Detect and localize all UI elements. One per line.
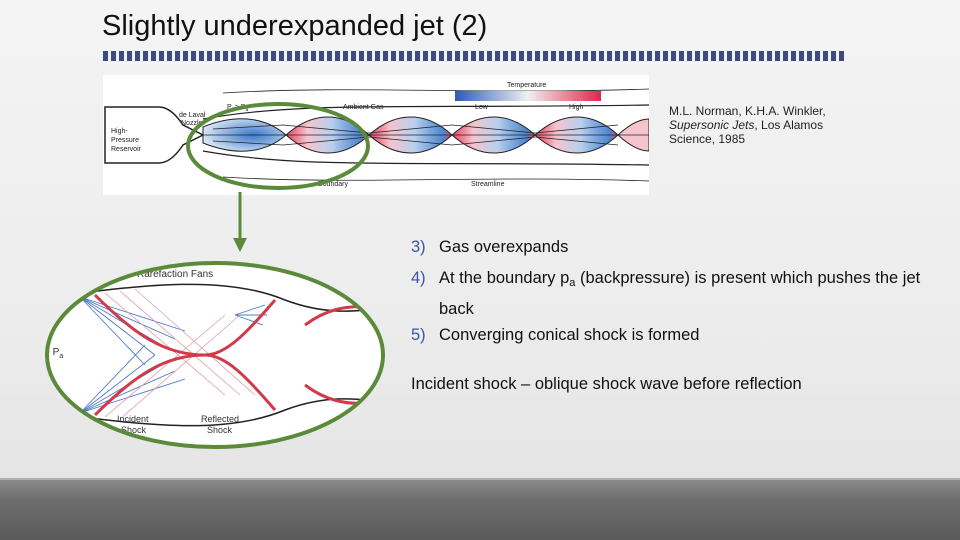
incident-shock-label-1: Incident: [117, 414, 149, 424]
nozzle-label-2: Nozzle: [181, 120, 203, 127]
zoom-pressure-label: Pj > Pa: [33, 347, 63, 360]
citation-rest: Supersonic Jets, Los Alamos Science, 198…: [669, 118, 849, 146]
citation-authors: M.L. Norman, K.H.A. Winkler,: [669, 104, 826, 118]
bullet-number: 3): [411, 238, 426, 256]
bullet-number: 5): [411, 326, 426, 344]
reflected-shock-label-1: Reflected: [201, 414, 239, 424]
bullet-item-3: 3) Gas overexpands: [411, 234, 959, 260]
boundary-label: Boundary: [318, 181, 348, 188]
low-label: Low: [475, 104, 489, 111]
zoom-shock-figure: Rarefaction Fans Pj > Pa Incident Shock …: [33, 261, 385, 449]
jet-diagram-figure: Temperature Low High Ambient Gas High- P…: [103, 75, 649, 195]
slide-title: Slightly underexpanded jet (2): [102, 10, 488, 42]
high-label: High: [569, 104, 584, 111]
citation-publisher: , Los Alamos Science, 1985: [669, 118, 824, 146]
temperature-label: Temperature: [507, 82, 546, 89]
bullet-item-4: 4) At the boundary pa (backpressure) is …: [411, 265, 959, 322]
title-divider: [103, 51, 846, 61]
bullet-text-a: At the boundary p: [439, 269, 570, 287]
reservoir-label-2: Pressure: [111, 137, 139, 144]
bullet-text-b: (backpressure) is present which pushes t…: [439, 269, 921, 318]
incident-shock-label-2: Shock: [121, 425, 147, 435]
reflected-shock-label-2: Shock: [207, 425, 233, 435]
floor-band: [0, 480, 960, 540]
citation: M.L. Norman, K.H.A. Winkler, Supersonic …: [669, 104, 849, 146]
streamline-label: Streamline: [471, 181, 505, 188]
bullet-text: Converging conical shock is formed: [439, 326, 700, 344]
reservoir-label-1: High-: [111, 128, 128, 135]
rarefaction-fans-label: Rarefaction Fans: [137, 269, 213, 280]
bullet-number: 4): [411, 269, 426, 287]
bullet-text: Gas overexpands: [439, 238, 569, 256]
definition-note: Incident shock – oblique shock wave befo…: [411, 375, 802, 393]
bullet-item-5: 5) Converging conical shock is formed: [411, 322, 959, 348]
reservoir-label-3: Reservoir: [111, 146, 142, 153]
arrow-head-icon: [233, 238, 247, 252]
citation-work: Supersonic Jets: [669, 118, 755, 132]
bullet-subscript: a: [569, 277, 576, 289]
zoom-highlight-ellipse: [45, 261, 385, 449]
ambient-gas-label: Ambient Gas: [343, 104, 384, 111]
nozzle-label-1: de Laval: [179, 112, 206, 119]
